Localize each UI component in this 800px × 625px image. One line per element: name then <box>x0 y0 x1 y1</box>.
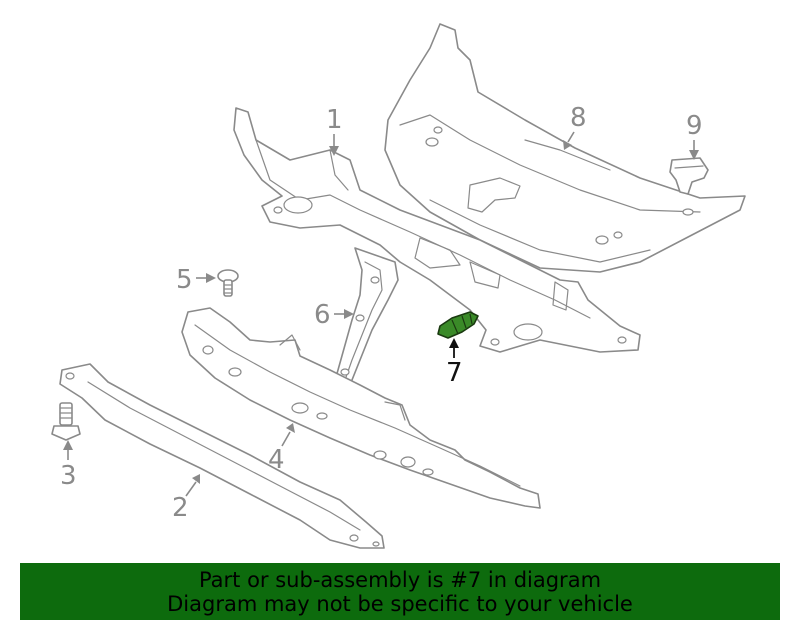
part-9-clip <box>669 157 709 195</box>
parts-diagram: 1 2 3 4 5 6 7 8 9 <box>51 23 746 549</box>
callout-7: 7 <box>446 338 463 388</box>
callout-label: 3 <box>60 461 77 491</box>
callout-label-highlighted: 7 <box>446 358 463 388</box>
callout-label: 8 <box>570 103 587 133</box>
callout-4: 4 <box>268 423 295 475</box>
callout-1: 1 <box>326 105 343 156</box>
callout-5: 5 <box>176 265 216 295</box>
callout-label: 2 <box>172 493 189 523</box>
part-2-lower-cross-member <box>59 363 385 549</box>
part-4-lower-support <box>181 307 541 509</box>
callout-2: 2 <box>172 474 200 523</box>
callout-8: 8 <box>563 103 587 150</box>
callout-label: 6 <box>314 300 331 330</box>
callout-label: 9 <box>686 111 703 141</box>
part-1-upper-tie-bar <box>233 107 641 353</box>
callout-label: 5 <box>176 265 193 295</box>
part-7-highlighted <box>437 311 479 339</box>
banner-line-2: Diagram may not be specific to your vehi… <box>167 591 633 616</box>
callout-6: 6 <box>314 300 354 330</box>
banner-line-1: Part or sub-assembly is #7 in diagram <box>198 567 602 592</box>
part-3-bolt <box>51 402 81 441</box>
info-banner: Part or sub-assembly is #7 in diagram Di… <box>20 563 780 620</box>
callout-9: 9 <box>686 111 703 160</box>
callout-3: 3 <box>60 440 77 491</box>
part-5-bolt <box>217 269 239 297</box>
callout-label: 4 <box>268 445 285 475</box>
part-6-center-bracket <box>332 247 399 396</box>
callout-label: 1 <box>326 105 343 135</box>
